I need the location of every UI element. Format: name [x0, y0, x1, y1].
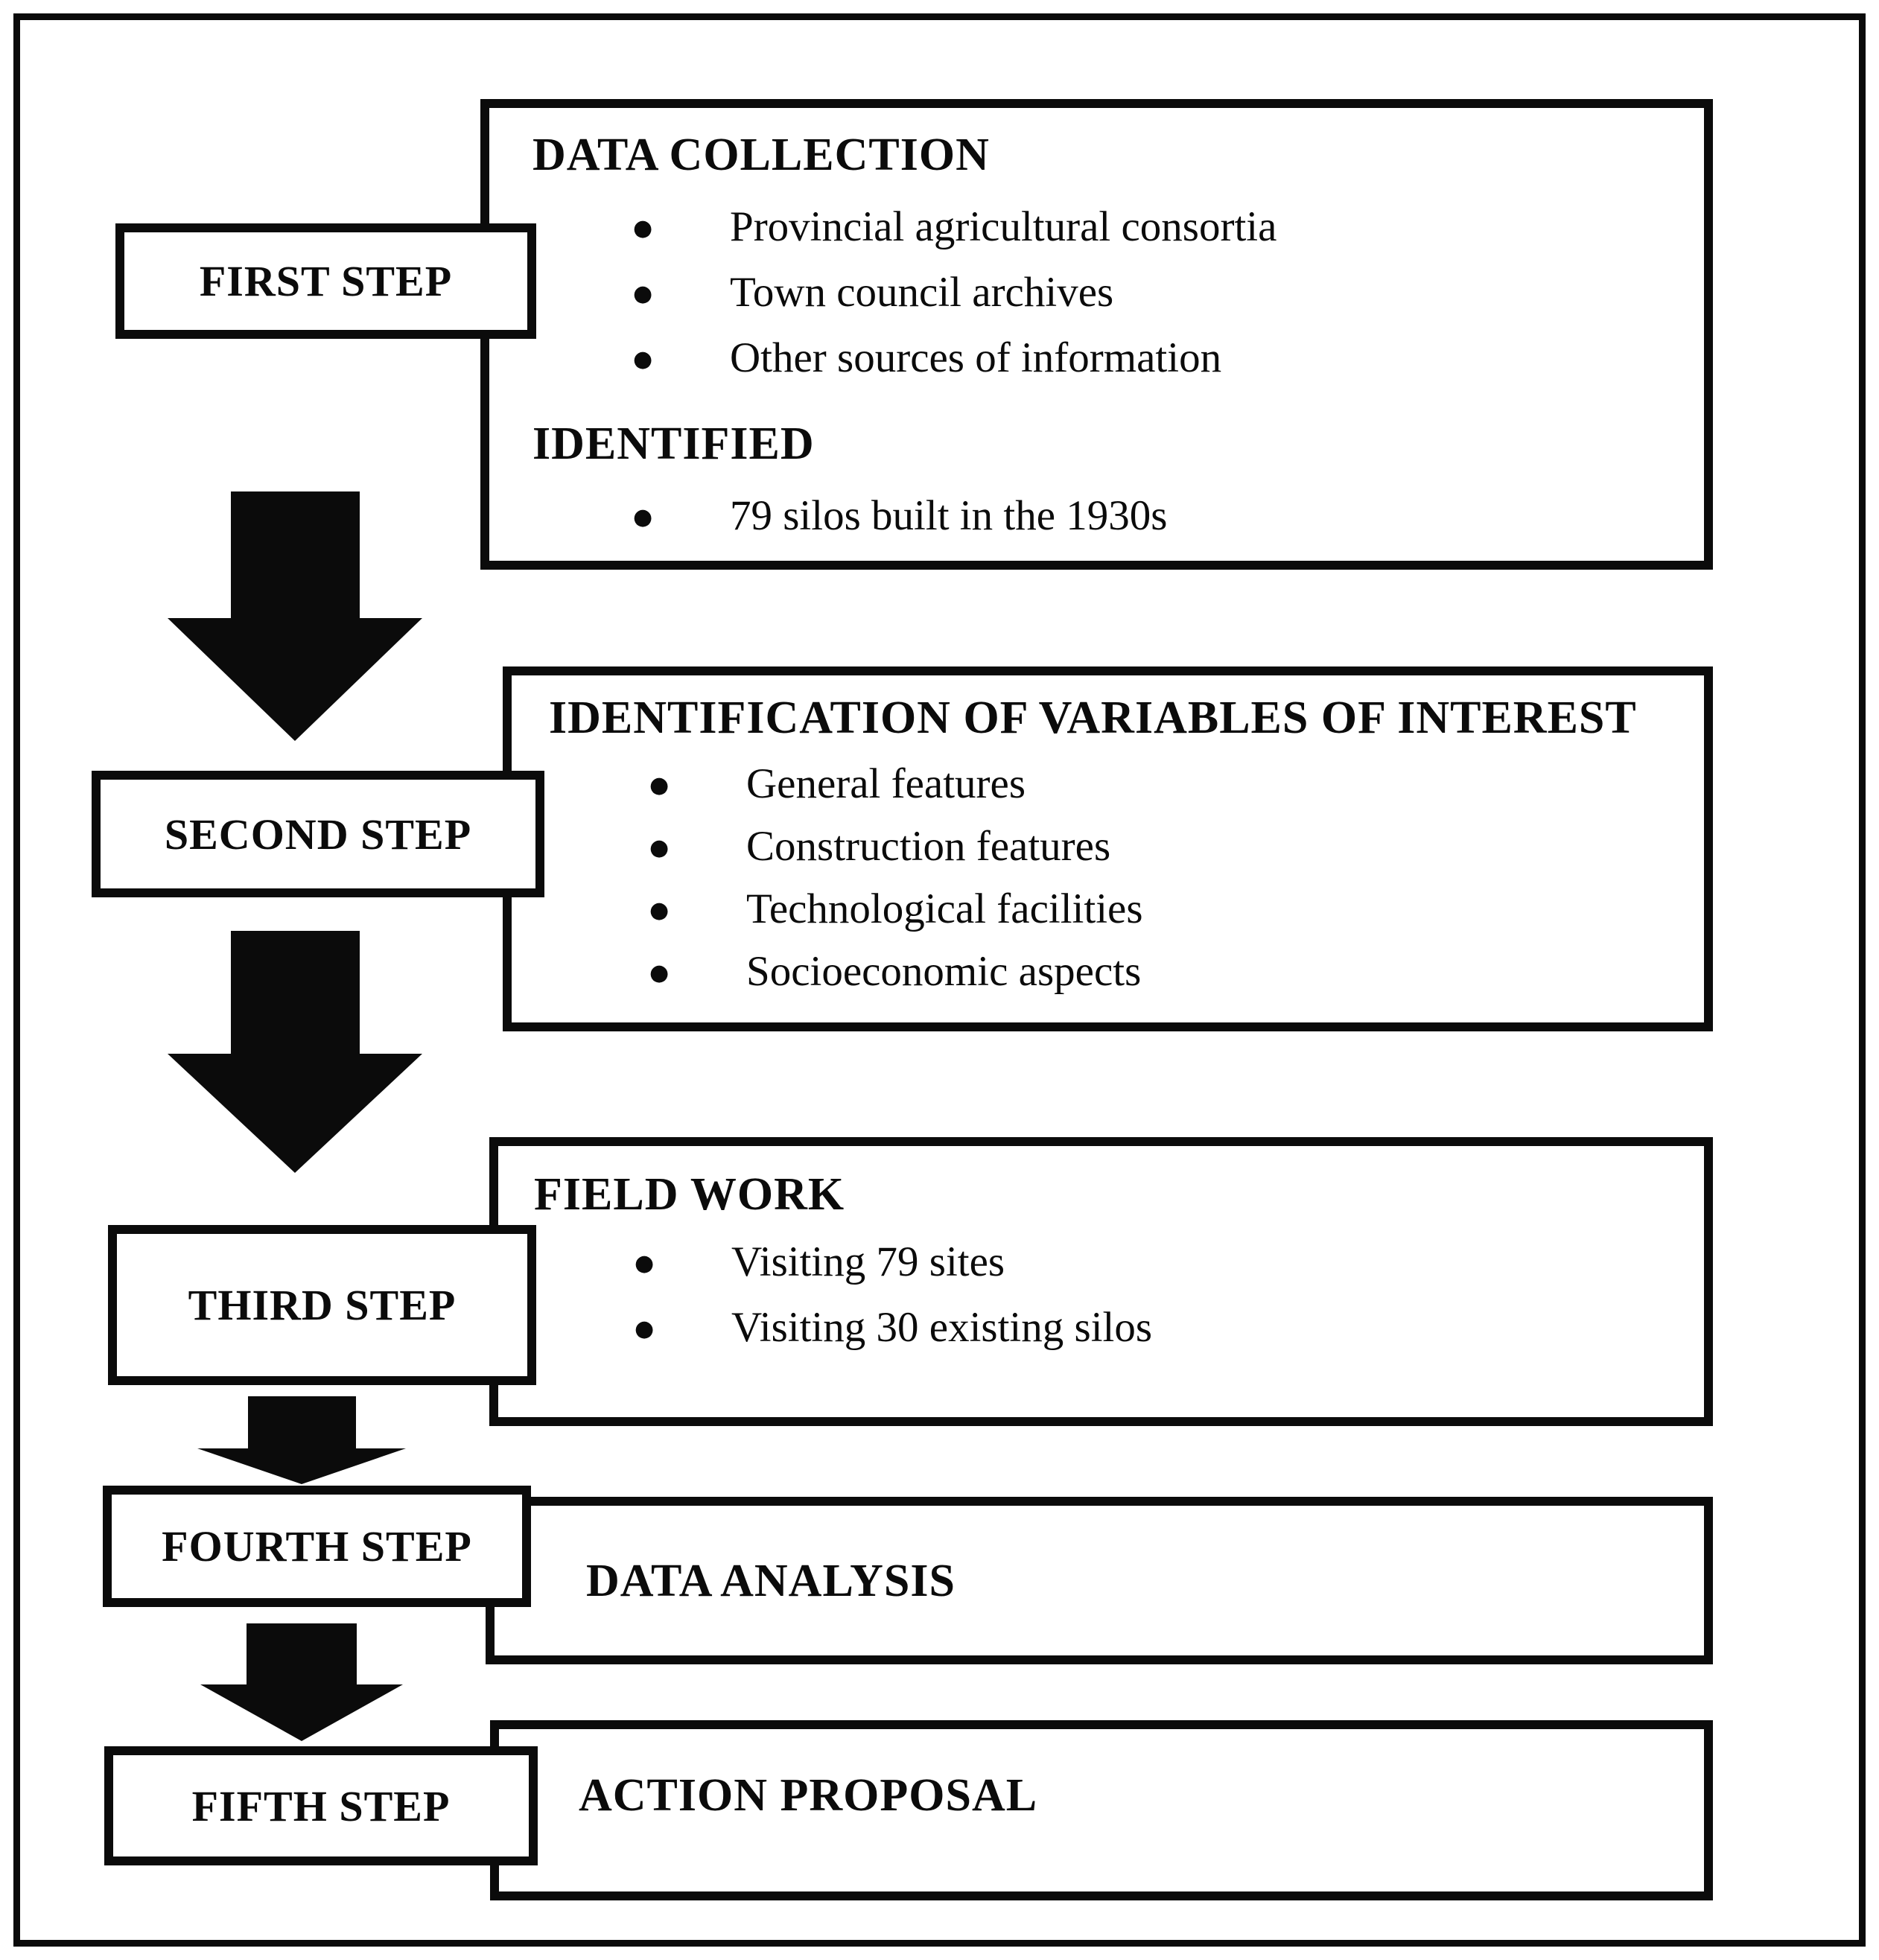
step-label-fifth: FIFTH STEP: [104, 1746, 538, 1865]
outer-border: [13, 13, 1866, 1947]
box-title-data-collection: DATA COLLECTION: [532, 130, 990, 180]
data-collection-box: DATA COLLECTION Provincial agricultural …: [480, 99, 1713, 570]
field-work-box: FIELD WORK Visiting 79 sites Visiting 30…: [489, 1137, 1713, 1426]
box-title-data-analysis: DATA ANALYSIS: [586, 1555, 956, 1606]
down-arrow-icon: [168, 931, 422, 1173]
bullet-item: Provincial agricultural consortia: [532, 194, 1682, 261]
action-proposal-box: ACTION PROPOSAL: [490, 1720, 1713, 1900]
step-label-fourth: FOURTH STEP: [103, 1486, 531, 1607]
bullet-item: Town council archives: [532, 260, 1682, 327]
identification-variables-box: IDENTIFICATION OF VARIABLES OF INTEREST …: [503, 666, 1713, 1031]
identified-bullet-list: 79 silos built in the 1930s: [532, 483, 1682, 550]
bullet-item: Other sources of information: [532, 325, 1682, 392]
arrow-head: [197, 1448, 406, 1484]
arrow-stem: [247, 1623, 357, 1684]
bullet-item: Construction features: [549, 815, 1682, 879]
bullet-item: Socioeconomic aspects: [549, 941, 1682, 1005]
variables-bullet-list: General features Construction features T…: [549, 753, 1682, 1005]
down-arrow-icon: [200, 1623, 403, 1741]
box-subtitle-identified: IDENTIFIED: [532, 419, 815, 469]
step-label-second: SECOND STEP: [92, 771, 544, 897]
arrow-head: [168, 618, 422, 741]
box-title-action-proposal: ACTION PROPOSAL: [579, 1770, 1038, 1821]
box-title-field-work: FIELD WORK: [534, 1169, 845, 1220]
bullet-item: Visiting 30 existing silos: [534, 1295, 1682, 1362]
step-label-third: THIRD STEP: [108, 1225, 536, 1385]
arrow-stem: [247, 1396, 356, 1448]
arrow-head: [200, 1684, 403, 1741]
down-arrow-icon: [168, 491, 422, 741]
bullet-item: Visiting 79 sites: [534, 1229, 1682, 1296]
box-title-identification-variables: IDENTIFICATION OF VARIABLES OF INTEREST: [549, 693, 1637, 743]
bullet-item: General features: [549, 753, 1682, 817]
bullet-item: Technological facilities: [549, 878, 1682, 942]
arrow-head: [168, 1054, 422, 1173]
data-collection-bullet-list: Provincial agricultural consortia Town c…: [532, 194, 1682, 392]
data-analysis-box: DATA ANALYSIS: [486, 1497, 1713, 1664]
step-label-first: FIRST STEP: [115, 223, 536, 339]
down-arrow-icon: [197, 1396, 406, 1484]
arrow-stem: [230, 491, 360, 618]
field-work-bullet-list: Visiting 79 sites Visiting 30 existing s…: [534, 1229, 1682, 1362]
arrow-stem: [230, 931, 360, 1054]
bullet-item: 79 silos built in the 1930s: [532, 483, 1682, 550]
